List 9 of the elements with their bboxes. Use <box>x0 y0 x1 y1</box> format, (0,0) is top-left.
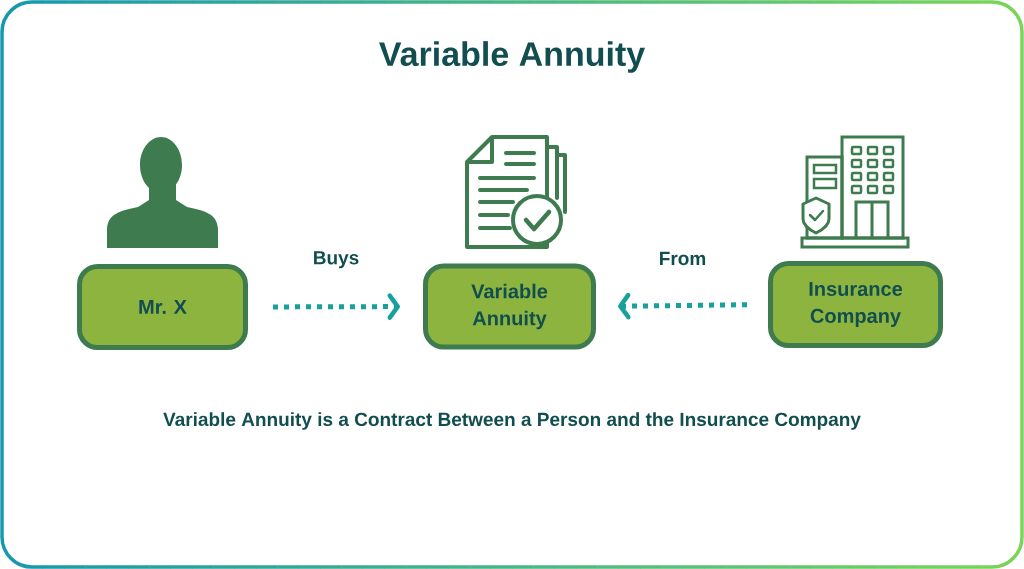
arrow <box>273 293 400 320</box>
edge-label: From <box>656 249 709 268</box>
arrow <box>618 292 748 320</box>
rounded-box: Mr. X <box>77 264 248 350</box>
rounded-box: Insurance Company <box>768 261 943 348</box>
edge-label: Buys <box>310 249 362 271</box>
rounded-box: Variable Annuity <box>423 263 596 350</box>
caption: Variable Annuity is a Contract Between a Person and the Insurance Company <box>163 412 861 430</box>
title: Variable Annuity <box>379 41 645 73</box>
